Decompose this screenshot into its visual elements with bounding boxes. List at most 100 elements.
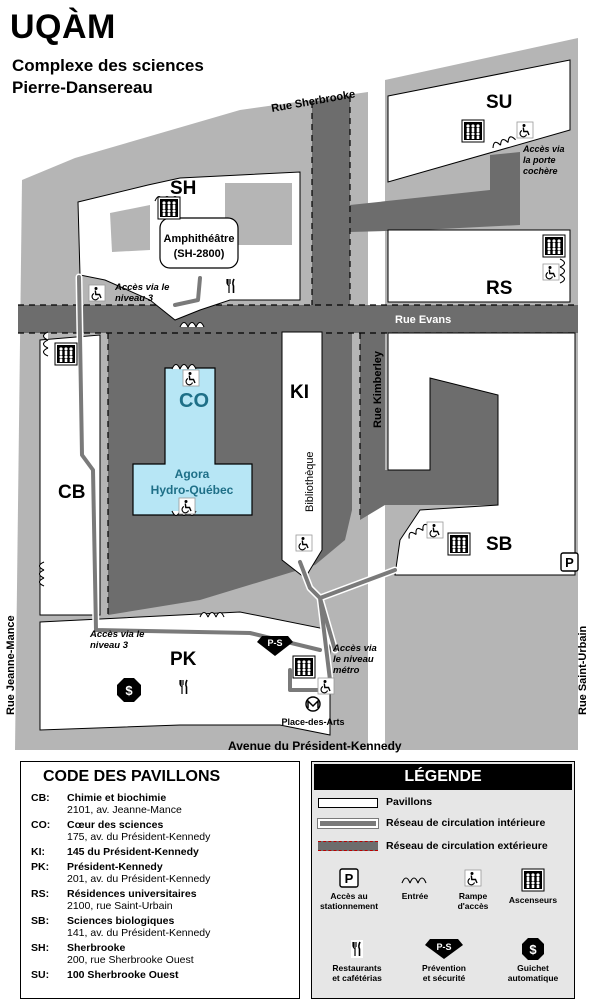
ramp-icon	[464, 869, 482, 887]
prevention-letters: P-S	[267, 638, 282, 648]
amphi-line1: Amphithéâtre	[164, 233, 235, 245]
building-su: SU	[486, 92, 512, 113]
pavillon-code: CO:	[31, 819, 51, 831]
legend-label-guichet-1: Guichet	[517, 963, 549, 973]
pavillon-address: 141, av. du Président-Kennedy	[67, 927, 211, 939]
legend-item-entree: Entrée	[380, 868, 450, 901]
complex-title: Complexe des sciences Pierre-Dansereau	[12, 55, 204, 99]
pavillon-code: KI:	[31, 846, 45, 858]
legend-item-restaurants: Restaurants et cafétérias	[322, 938, 392, 983]
legend-label-rampe-1: Rampe	[458, 891, 488, 901]
building-sh: SH	[170, 178, 196, 199]
pavillon-name: 100 Sherbrooke Ouest	[67, 969, 179, 981]
svg-text:P: P	[345, 871, 354, 886]
building-co: CO	[179, 390, 209, 412]
legend-label-entree: Entrée	[401, 891, 429, 901]
legend-label-ascenseurs: Ascenseurs	[508, 895, 558, 905]
pavillon-code: PK:	[31, 861, 50, 873]
atm-letter: $	[125, 683, 133, 698]
legend-label-rampe-2: d'accès	[457, 901, 489, 911]
street-saint-urbain: Rue Saint-Urbain	[577, 625, 589, 715]
pavillon-address: 201, av. du Président-Kennedy	[67, 873, 211, 885]
legend-swatch-exterieur	[318, 841, 378, 851]
building-sb: SB	[486, 534, 512, 555]
note-metro-line1: Accès via	[332, 643, 377, 654]
pavillon-name: 145 du Président-Kennedy	[67, 846, 199, 858]
svg-text:P-S: P-S	[436, 942, 451, 952]
building-cb: CB	[58, 482, 85, 503]
co-agora-shape	[132, 367, 253, 516]
legend-label-stationnement-2: stationnement	[319, 901, 379, 911]
building-pk-shape	[39, 611, 331, 736]
complex-title-line2: Pierre-Dansereau	[12, 78, 153, 97]
legend-item-prevention: P-S Prévention et sécurité	[409, 938, 479, 983]
street-evans: Rue Evans	[395, 314, 451, 326]
legend-item-guichet: $ Guichet automatique	[498, 938, 568, 983]
note-metro-line3: métro	[333, 665, 360, 676]
prevention-icon	[257, 636, 293, 656]
uqam-logo: UQÀM	[10, 8, 116, 46]
legend-title: LÉGENDE	[314, 764, 572, 790]
restaurant-icon	[351, 940, 363, 958]
pavillons-title: CODE DES PAVILLONS	[43, 768, 221, 785]
place-des-arts-label: Place-des-Arts	[281, 717, 344, 727]
legend-label-prevention-2: et sécurité	[422, 973, 466, 983]
legend-item-rampe: Rampe d'accès	[438, 868, 508, 911]
pavillon-row: KI: 145 du Président-Kennedy	[31, 846, 289, 858]
note-metro-line2: le niveau	[333, 654, 374, 665]
pavillon-name: Résidences universitaires	[67, 888, 197, 900]
prevention-icon: P-S	[425, 939, 463, 959]
agora-line1: Agora	[175, 467, 210, 481]
legend-label-restaurants-2: et cafétérias	[332, 973, 382, 983]
legend-label-pavillons: Pavillons	[386, 796, 433, 808]
building-rs: RS	[486, 278, 512, 299]
entrance-icon	[401, 877, 427, 884]
pavillon-name: Sciences biologiques	[67, 915, 175, 927]
svg-text:$: $	[529, 942, 537, 957]
legend-label-guichet-2: automatique	[507, 973, 559, 983]
amphitheatre-shape	[159, 217, 239, 269]
building-ki: KI	[290, 382, 309, 403]
building-pk: PK	[170, 649, 197, 670]
pavillon-row: SU: 100 Sherbrooke Ouest	[31, 969, 289, 981]
interior-circulation	[75, 273, 399, 694]
note-porte-line1: Accès via	[522, 144, 565, 154]
parking-letter: P	[565, 555, 574, 570]
pavillon-code: SB:	[31, 915, 50, 927]
agora-line2: Hydro-Québec	[151, 483, 234, 497]
atm-icon: $	[522, 938, 544, 960]
bibliotheque-label: Bibliothèque	[304, 451, 316, 512]
note-sh-line2: niveau 3	[115, 293, 154, 304]
building-ki-shape	[281, 331, 323, 579]
elevator-icon	[521, 868, 545, 892]
pavillon-code: RS:	[31, 888, 50, 900]
complex-title-line1: Complexe des sciences	[12, 56, 204, 75]
pavillon-name: Cœur des sciences	[67, 819, 164, 831]
note-sh-line1: Accès via le	[114, 282, 170, 293]
legend-item-stationnement: P Accès au stationnement	[314, 868, 384, 911]
street-kimberley: Rue Kimberley	[372, 350, 384, 428]
pavillon-name: Sherbrooke	[67, 942, 126, 954]
atm-icon	[117, 678, 141, 702]
building-rs-shape	[387, 229, 571, 303]
street-president-kennedy: Avenue du Président-Kennedy	[228, 739, 402, 753]
legend-panel: LÉGENDE Pavillons Réseau de circulation …	[311, 761, 575, 999]
legend-label-exterieur: Réseau de circulation extérieure	[386, 840, 548, 852]
legend-swatch-pavillons	[318, 798, 378, 808]
metro-icon	[305, 696, 321, 712]
legend-item-ascenseurs: Ascenseurs	[498, 868, 568, 905]
pavillon-address: 2100, rue Saint-Urbain	[67, 900, 173, 912]
legend-swatch-interieur	[317, 818, 379, 829]
street-jeanne-mance: Rue Jeanne-Mance	[5, 615, 17, 715]
pavillon-name: Président-Kennedy	[67, 861, 163, 873]
amphi-line2: (SH-2800)	[174, 248, 225, 260]
pavillon-address: 175, av. du Président-Kennedy	[67, 831, 211, 843]
pavillon-address: 2101, av. Jeanne-Mance	[67, 804, 182, 816]
legend-label-stationnement-1: Accès au	[330, 891, 368, 901]
